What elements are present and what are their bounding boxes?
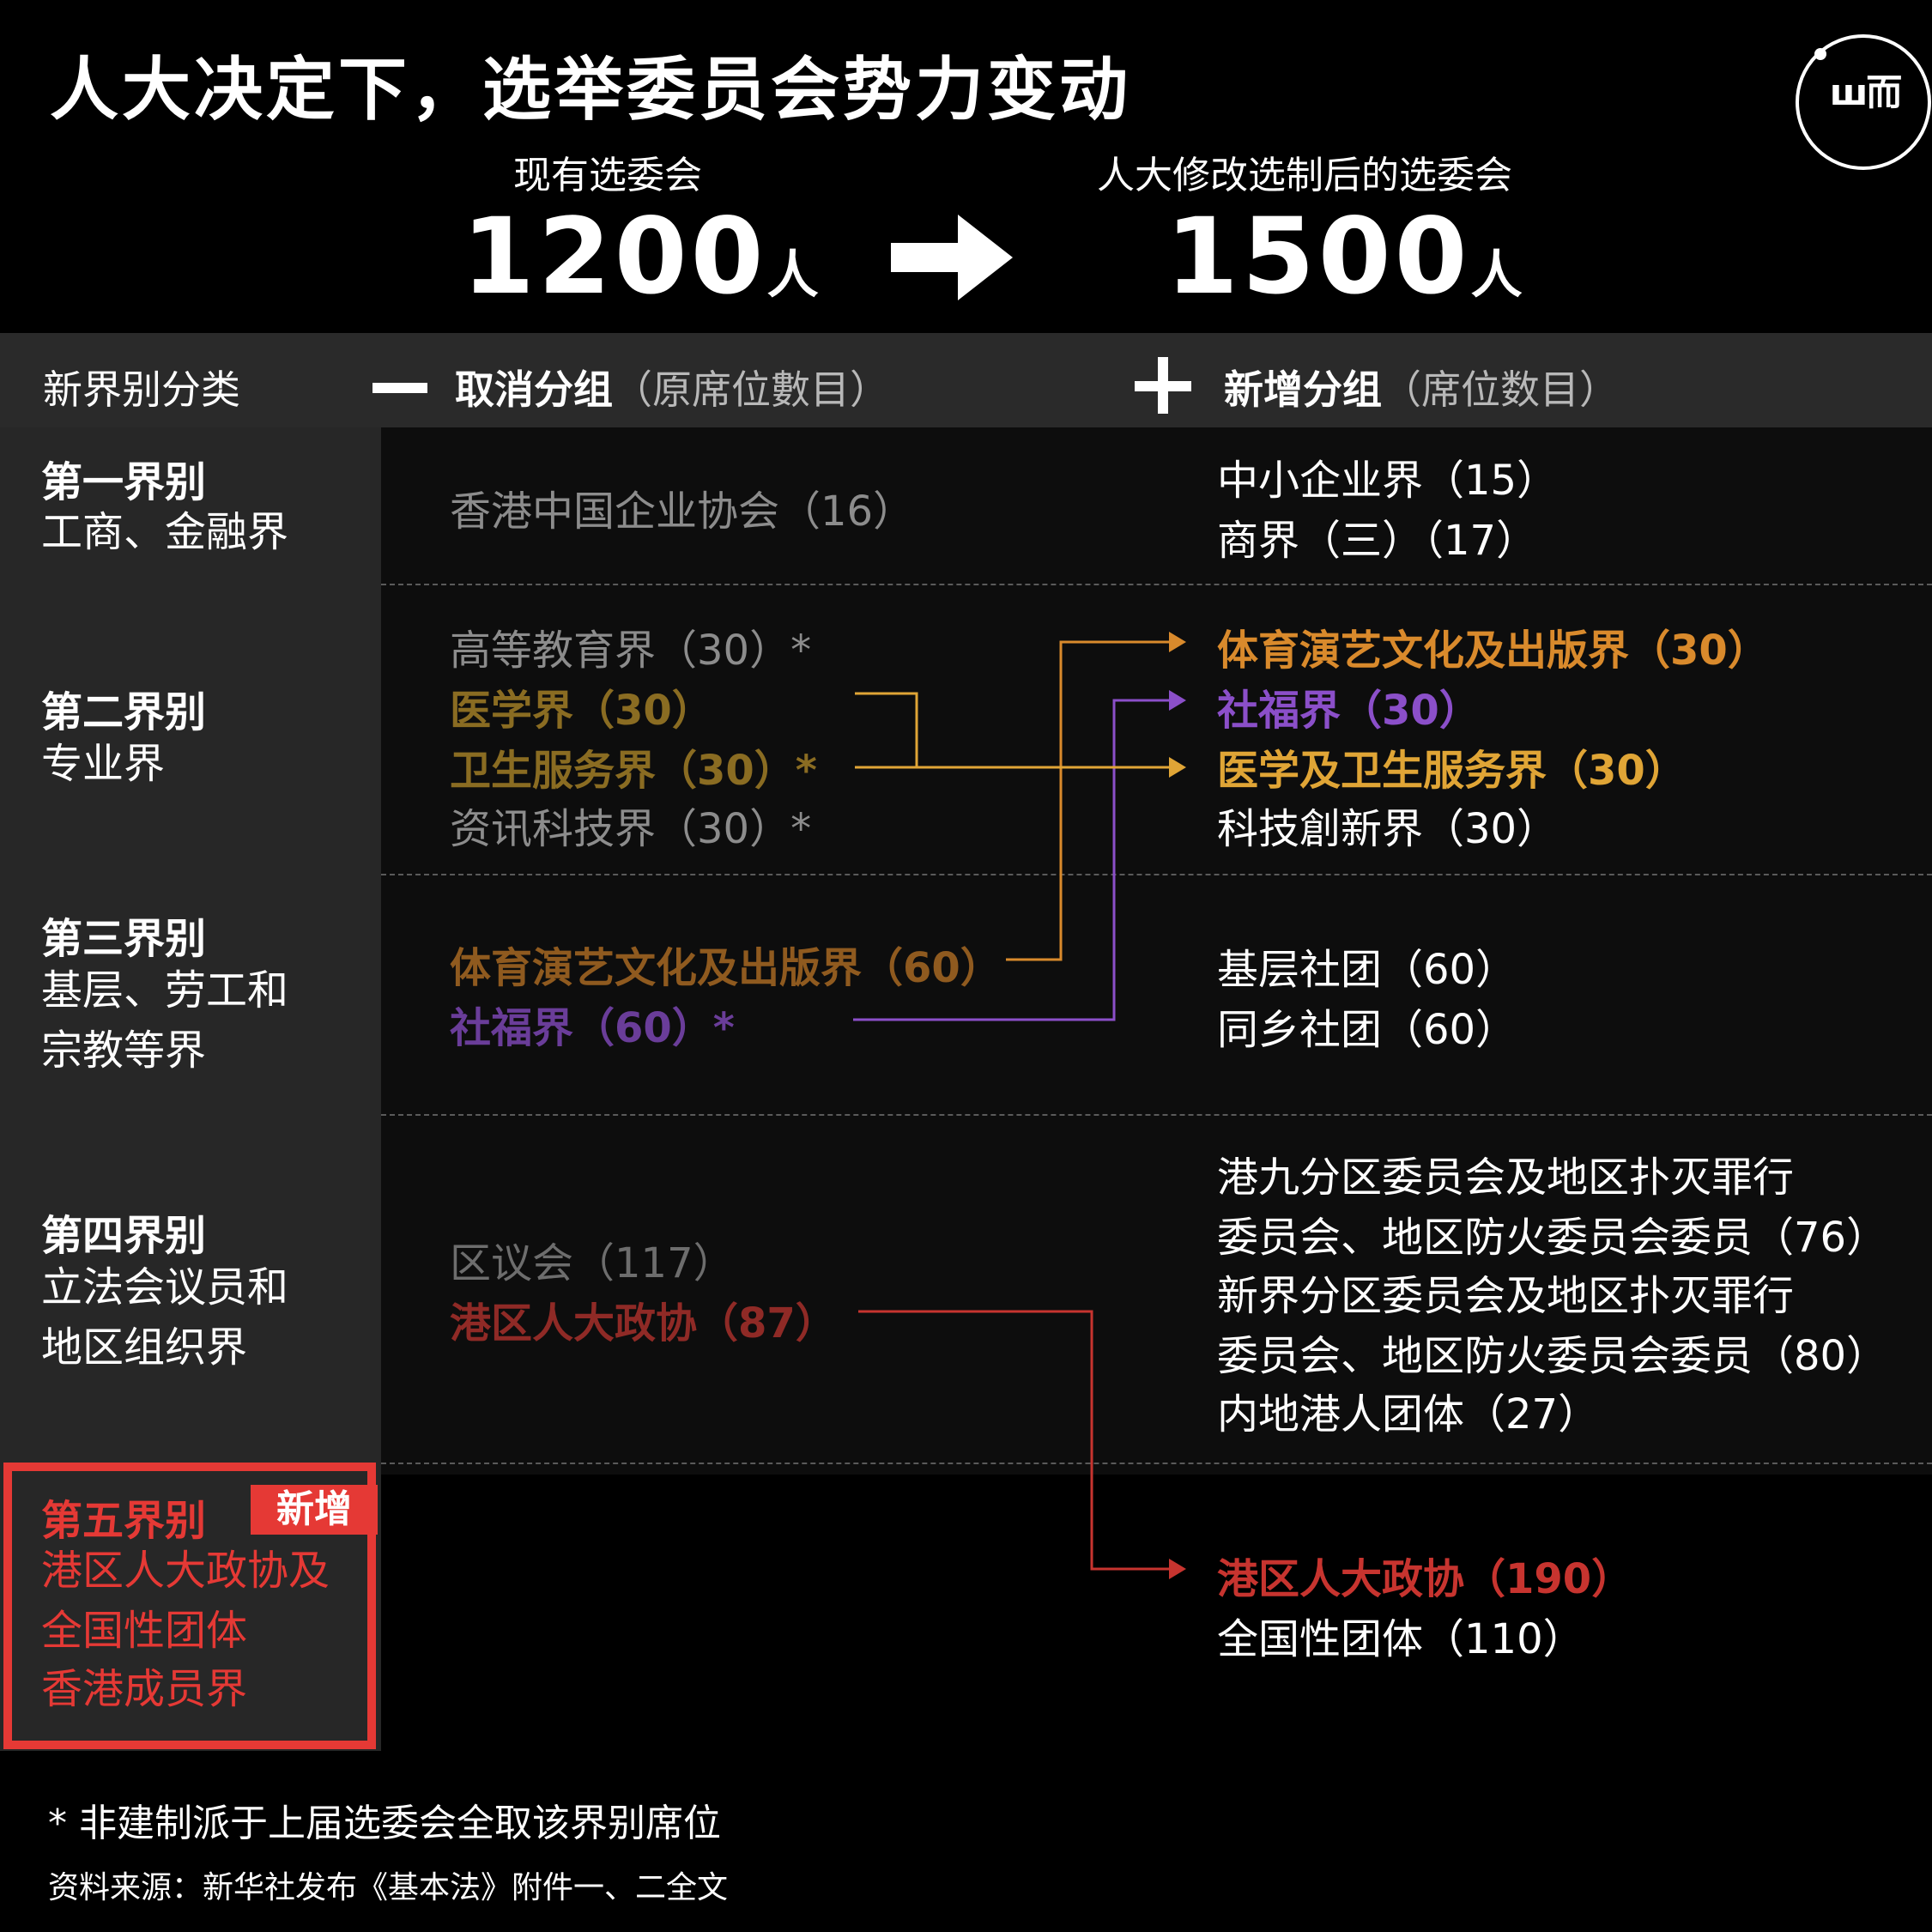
added-group: 基层社团（60）: [1217, 946, 1517, 994]
new-sector-highlight: [3, 1463, 376, 1749]
added-group: 医学及卫生服务界（30）: [1217, 747, 1687, 795]
sector-2-desc: 专业界: [41, 740, 166, 788]
header-removed: 取消分组（原席位數目）: [455, 359, 889, 415]
added-group: 全国性团体（110）: [1217, 1615, 1584, 1663]
sector-1-title: 第一界别: [41, 458, 207, 506]
sector-4-desc-line: 地区组织界: [41, 1323, 248, 1372]
new-committee-label: 人大修改选制后的选委会: [1097, 154, 1512, 197]
row-divider: [381, 584, 1932, 585]
sector-3-desc-line: 宗教等界: [41, 1027, 207, 1075]
new-size-number: 1500: [1166, 196, 1471, 318]
row-divider: [381, 1114, 1932, 1116]
sector-4-title: 第四界别: [41, 1212, 207, 1260]
header-added-paren: （席位数目）: [1382, 366, 1619, 413]
new-badge: 新增: [251, 1485, 378, 1535]
column-header: [0, 333, 1932, 427]
added-group: 港区人大政协（190）: [1217, 1555, 1633, 1603]
connector-arrowhead: [1169, 690, 1186, 711]
new-size-unit: 人: [1470, 245, 1526, 306]
sector-2-title: 第二界别: [41, 688, 207, 736]
header-added: 新增分组（席位数目）: [1224, 359, 1619, 415]
logo-text: ш而: [1829, 71, 1903, 113]
added-group: 委员会、地区防火委员会委员（76）: [1217, 1214, 1888, 1262]
initium-logo-icon: ш而: [1796, 34, 1931, 170]
minus-icon: [372, 383, 427, 393]
added-group: 委员会、地区防火委员会委员（80）: [1217, 1332, 1888, 1380]
connector-arts-culture: [1006, 640, 1169, 961]
current-committee-label: 现有选委会: [513, 154, 702, 197]
added-group: 中小企业界（15）: [1217, 457, 1559, 505]
connector-arrowhead: [1169, 632, 1186, 652]
sector-5-desc-line: 全国性团体: [41, 1607, 248, 1655]
removed-group: 区议会（117）: [450, 1239, 735, 1287]
removed-group: 港区人大政协（87）: [450, 1299, 837, 1348]
current-size-unit: 人: [766, 245, 822, 306]
sector-5-desc-line: 香港成员界: [41, 1665, 248, 1713]
added-group: 港九分区委员会及地区扑灭罪行: [1217, 1154, 1795, 1202]
sector-1-desc: 工商、金融界: [41, 508, 289, 556]
current-committee-size: 1200人: [462, 196, 822, 318]
connector-arrowhead: [1169, 1559, 1186, 1579]
sector-5-title: 第五界别: [41, 1497, 207, 1545]
right-arrow-icon: [891, 215, 1013, 300]
footnote: * 非建制派于上届选委会全取该界别席位: [48, 1802, 721, 1845]
page-title: 人大决定下，选举委员会势力变动: [50, 50, 1131, 130]
sector-3-title: 第三界别: [41, 915, 207, 963]
added-group: 科技創新界（30）: [1217, 805, 1559, 853]
sector-5-desc-line: 港区人大政协及: [41, 1547, 330, 1595]
groups-panel: [381, 427, 1932, 1475]
added-group: 同乡社团（60）: [1217, 1006, 1517, 1054]
connector-social-welfare: [853, 699, 1169, 1021]
added-group: 社福界（30）: [1217, 687, 1481, 735]
plus-icon-vertical: [1158, 357, 1168, 414]
added-group: 商界（三）（17）: [1217, 517, 1538, 565]
connector-medical: [855, 692, 918, 767]
header-removed-paren: （原席位數目）: [613, 366, 889, 413]
header-category: 新界别分类: [43, 366, 240, 413]
header-removed-label: 取消分组: [455, 366, 613, 413]
added-group: 新界分区委员会及地区扑灭罪行: [1217, 1272, 1795, 1320]
logo-dot: [1814, 48, 1826, 60]
new-committee-size: 1500人: [1166, 196, 1526, 318]
connector-arrowhead: [1169, 757, 1186, 778]
removed-group: 卫生服务界（30）*: [450, 747, 817, 795]
added-group: 内地港人团体（27）: [1217, 1390, 1600, 1438]
removed-group: 医学界（30）: [450, 687, 713, 735]
added-group: 体育演艺文化及出版界（30）: [1217, 627, 1769, 675]
removed-group: 社福界（60）*: [450, 1004, 735, 1052]
header-added-label: 新增分组: [1224, 366, 1382, 413]
removed-group: 资讯科技界（30）*: [450, 805, 812, 853]
removed-group: 香港中国企业协会（16）: [450, 488, 915, 536]
removed-group: 体育演艺文化及出版界（60）: [450, 944, 1002, 992]
row-divider: [381, 874, 1932, 875]
connector-npc-cppcc: [858, 1310, 1169, 1571]
removed-group: 高等教育界（30）*: [450, 627, 812, 675]
sector-3-desc-line: 基层、劳工和: [41, 966, 289, 1014]
source-note: 资料来源：新华社发布《基本法》附件一、二全文: [48, 1870, 729, 1905]
row-divider: [381, 1463, 1932, 1464]
current-size-number: 1200: [462, 196, 767, 318]
sector-4-desc-line: 立法会议员和: [41, 1263, 289, 1311]
